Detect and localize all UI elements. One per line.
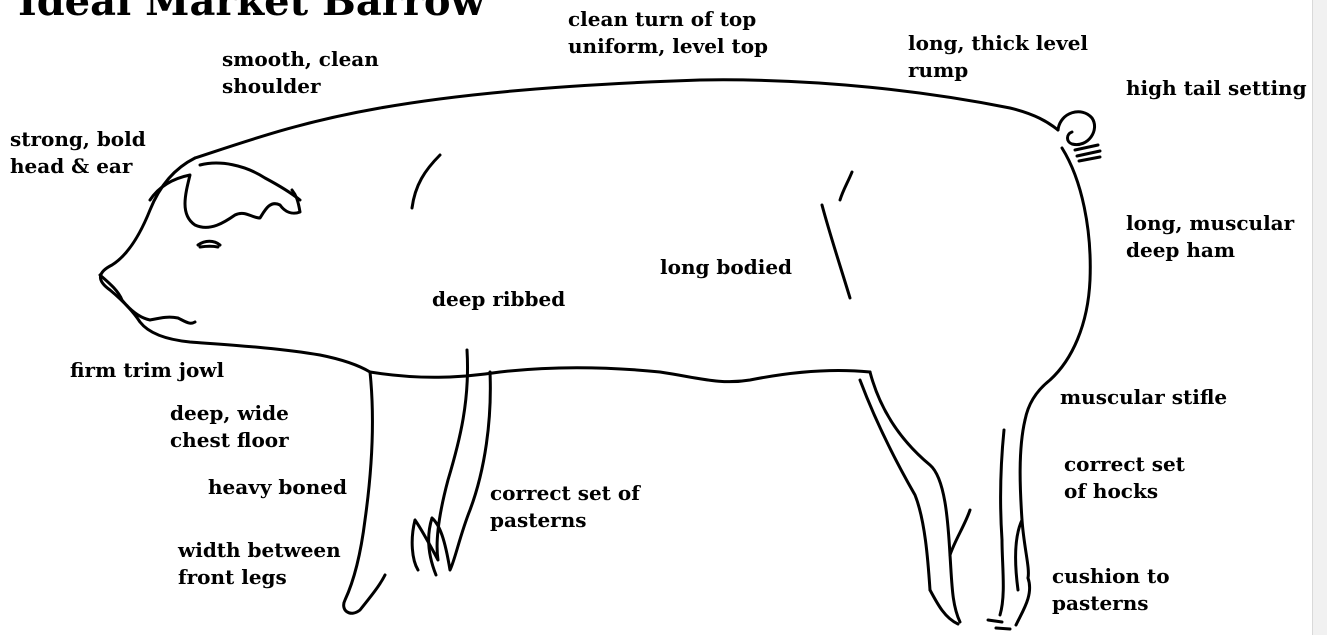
label-shoulder: smooth, clean shoulder <box>222 46 379 100</box>
pig-front-leg-near <box>344 372 385 613</box>
label-long-bodied: long bodied <box>660 254 792 281</box>
pig-shoulder-crease <box>412 155 440 208</box>
label-rump: long, thick level rump <box>908 30 1088 84</box>
pig-head-outline <box>100 158 370 372</box>
label-head: strong, bold head & ear <box>10 126 146 180</box>
pig-snout <box>100 275 195 323</box>
label-top: clean turn of top uniform, level top <box>568 6 768 60</box>
label-tail: high tail setting <box>1126 75 1307 102</box>
pig-ear-inner <box>200 163 300 200</box>
label-chest: deep, wide chest floor <box>170 400 289 454</box>
label-front-pasterns: correct set of pasterns <box>490 480 640 534</box>
pig-ear <box>150 175 300 227</box>
vertical-scrollbar[interactable] <box>1312 0 1327 635</box>
label-hocks: correct set of hocks <box>1064 451 1185 505</box>
pig-ham-outline <box>1025 148 1090 420</box>
label-width-legs: width between front legs <box>178 537 341 591</box>
label-rear-pasterns: cushion to pasterns <box>1052 563 1170 617</box>
pig-eye <box>198 241 220 247</box>
label-ham: long, muscular deep ham <box>1126 210 1294 264</box>
pig-hind-inner-leg <box>860 372 960 622</box>
pig-belly-line <box>370 368 870 382</box>
label-stifle: muscular stifle <box>1060 384 1227 411</box>
pig-rear-leg <box>1000 420 1028 615</box>
diagram-title: Ideal Market Barrow <box>18 0 485 25</box>
label-heavy-boned: heavy boned <box>208 474 347 501</box>
label-deep-ribbed: deep ribbed <box>432 286 565 313</box>
pig-rear-hoof <box>988 578 1030 629</box>
pig-flank-crease <box>822 172 852 298</box>
label-jowl: firm trim jowl <box>70 357 224 384</box>
